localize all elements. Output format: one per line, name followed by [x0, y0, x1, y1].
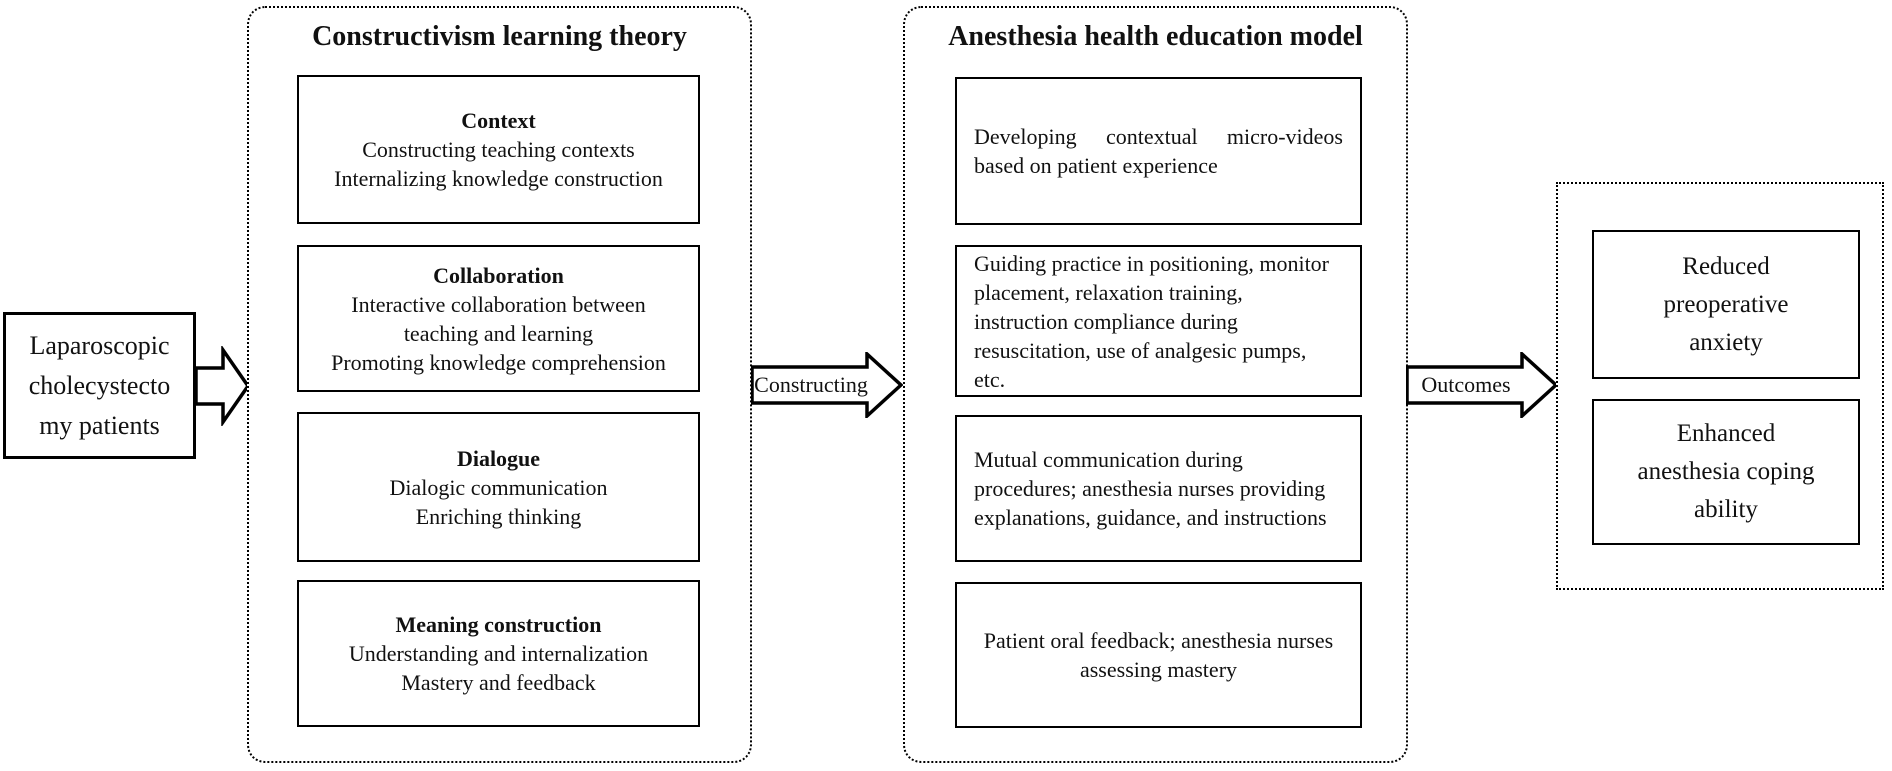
text-line: based on patient experience: [974, 153, 1218, 178]
text-line: Enhanced: [1676, 420, 1776, 447]
block-arrow-icon: [751, 352, 903, 418]
text-line: Promoting knowledge comprehension: [331, 349, 666, 375]
theory-box-meaning-construction: Meaning construction Understanding and i…: [297, 580, 700, 727]
model-panel-title: Anesthesia health education model: [948, 21, 1363, 52]
text-line: Internalizing knowledge construction: [334, 166, 663, 191]
text-line: cholecystecto: [28, 370, 171, 400]
model-box-micro-videos: Developing contextual micro-videos based …: [955, 77, 1362, 225]
block-arrow-icon: [196, 346, 250, 426]
text-line: procedures; anesthesia nurses providing: [974, 476, 1326, 501]
model-box-text: Developing contextual micro-videos based …: [974, 122, 1343, 180]
text-line: Developing contextual micro-videos: [974, 124, 1343, 149]
theory-panel: Constructivism learning theory Context C…: [247, 6, 752, 763]
outcome-box-text: Reduced preoperative anxiety: [1594, 248, 1858, 362]
text-line: my patients: [39, 410, 160, 440]
text-line: Mastery and feedback: [401, 670, 596, 695]
constructing-arrow-label: Constructing: [754, 372, 868, 397]
outcomes-arrow-label: Outcomes: [1421, 372, 1511, 397]
model-box-text: Guiding practice in positioning, monitor…: [974, 249, 1343, 394]
text-line: Interactive collaboration between: [351, 291, 646, 317]
text-line: ability: [1694, 496, 1758, 523]
text-line: instruction compliance during: [974, 308, 1238, 334]
text-line: Enriching thinking: [415, 503, 582, 529]
text-line: preoperative: [1663, 290, 1789, 318]
theory-box-heading: Collaboration: [433, 262, 564, 288]
source-patients-text: Laparoscopic cholecystecto my patients: [6, 326, 193, 446]
text-line: Patient oral feedback; anesthesia nurses: [983, 628, 1334, 653]
model-box-text: Patient oral feedback; anesthesia nurses…: [974, 626, 1343, 684]
block-arrow-icon: [1406, 352, 1558, 418]
outcome-box-coping-ability: Enhanced anesthesia coping ability: [1592, 399, 1860, 545]
text-line: Reduced: [1682, 252, 1770, 280]
outcome-box-text: Enhanced anesthesia coping ability: [1594, 415, 1858, 529]
text-line: assessing mastery: [1079, 657, 1238, 682]
text-line: Constructing teaching contexts: [362, 137, 635, 162]
outcomes-panel: Reduced preoperative anxiety Enhanced anest…: [1556, 182, 1884, 590]
text-line: explanations, guidance, and instructions: [974, 505, 1327, 530]
outcome-box-reduced-anxiety: Reduced preoperative anxiety: [1592, 230, 1860, 379]
text-line: anxiety: [1689, 328, 1763, 356]
model-box-text: Mutual communication during procedures; a…: [974, 445, 1343, 532]
constructing-flow-arrow: Constructing: [751, 352, 903, 418]
text-line: resuscitation, use of analgesic pumps,: [974, 337, 1307, 363]
outcomes-flow-arrow: Outcomes: [1406, 352, 1558, 418]
model-box-mutual-communication: Mutual communication during procedures; a…: [955, 415, 1362, 562]
text-line: Understanding and internalization: [348, 641, 649, 666]
theory-box-heading: Context: [461, 108, 536, 133]
theory-panel-title: Constructivism learning theory: [312, 21, 687, 52]
text-line: teaching and learning: [403, 320, 594, 346]
text-line: Laparoscopic: [29, 330, 170, 360]
model-box-feedback-assessment: Patient oral feedback; anesthesia nurses…: [955, 582, 1362, 728]
theory-box-body: Interactive collaboration between teachin…: [309, 290, 688, 377]
text-line: Dialogic communication: [389, 474, 608, 500]
source-patients-box: Laparoscopic cholecystecto my patients: [3, 312, 196, 459]
theory-box-heading: Meaning construction: [395, 612, 602, 637]
text-line: Guiding practice in positioning, monitor: [974, 250, 1330, 276]
model-panel: Anesthesia health education model Develo…: [903, 6, 1408, 763]
theory-box-collaboration: Collaboration Interactive collaboration …: [297, 245, 700, 392]
text-line: etc.: [974, 366, 1006, 392]
text-line: Mutual communication during: [974, 447, 1243, 472]
input-flow-arrow-icon: [196, 346, 250, 426]
theory-box-heading: Dialogue: [456, 445, 541, 471]
text-line: anesthesia coping: [1637, 458, 1815, 485]
model-box-guided-practice: Guiding practice in positioning, monitor…: [955, 245, 1362, 397]
text-line: placement, relaxation training,: [974, 279, 1243, 305]
